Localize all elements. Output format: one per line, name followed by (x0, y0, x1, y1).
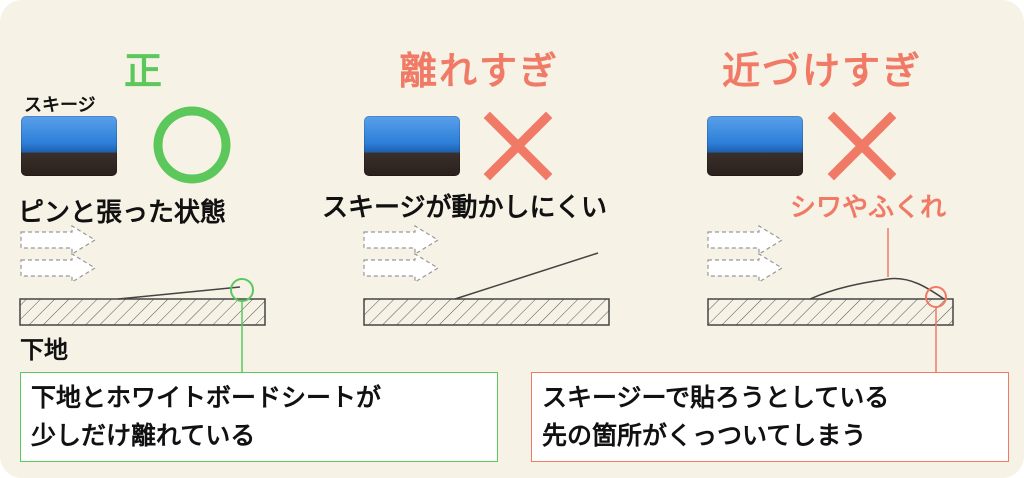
substrate-board (19, 298, 266, 326)
note-box-right: スキージーで貼ろうとしている 先の箇所がくっついてしまう (531, 372, 1009, 462)
note-right-line2: 先の箇所がくっついてしまう (542, 421, 867, 450)
highlight-circle (230, 278, 254, 302)
sheet-line (809, 277, 945, 300)
caption-too-close: シワやふくれ (790, 193, 947, 223)
note-right-line1: スキージーで貼ろうとしている (542, 383, 890, 412)
substrate-label: 下地 (20, 336, 68, 364)
cross-icon (483, 111, 553, 181)
heading-too-close: 近づけすぎ (722, 49, 923, 93)
squeegee-icon (707, 116, 803, 176)
caption-too-far: スキージが動かしにくい (322, 193, 607, 223)
note-left-line2: 少しだけ離れている (31, 421, 256, 450)
caption-correct: ピンと張った状態 (18, 198, 227, 228)
substrate-board (707, 298, 954, 326)
cross-icon (827, 111, 897, 181)
sheet-line (117, 286, 241, 300)
note-box-left: 下地とホワイトボードシートが 少しだけ離れている (20, 372, 498, 462)
heading-correct: 正 (124, 49, 165, 93)
substrate-board (363, 298, 610, 326)
correct-circle-icon (153, 106, 231, 184)
squeegee-label: スキージ (24, 95, 96, 116)
note-left-line1: 下地とホワイトボードシートが (31, 383, 382, 412)
sheet-line (454, 252, 599, 300)
arrow-icon (20, 224, 784, 284)
squeegee-icon (364, 116, 460, 176)
heading-too-far: 離れすぎ (399, 49, 560, 93)
squeegee-icon (21, 116, 117, 176)
